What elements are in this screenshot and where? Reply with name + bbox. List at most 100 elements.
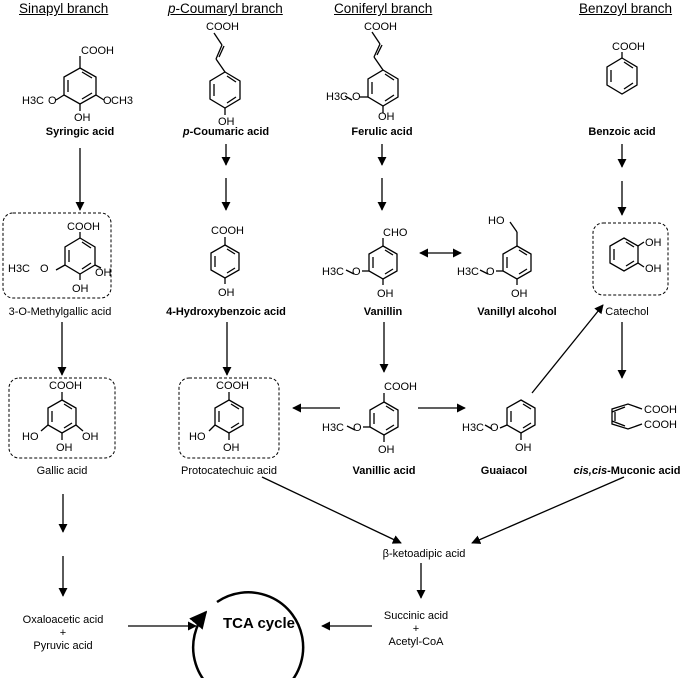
atom-guaiacol-o: O bbox=[490, 422, 499, 434]
atom-hydroxybenzoic-oh: OH bbox=[218, 287, 235, 299]
label-p-coumaric-text: -Coumaric acid bbox=[189, 126, 270, 138]
label-acetyl-coa: Acetyl-CoA bbox=[388, 636, 444, 648]
atom-vanillic-h3c: H3C bbox=[322, 422, 344, 434]
label-vanillin: Vanillin bbox=[363, 306, 403, 318]
atom-vanillin-oh: OH bbox=[377, 288, 394, 300]
box-catechol bbox=[592, 222, 669, 296]
atom-gallic-ho: HO bbox=[22, 431, 39, 443]
header-p-coumaryl-italic: p bbox=[168, 1, 176, 16]
label-3-o-methylgallic-acid: 3-O-Methylgallic acid bbox=[8, 306, 112, 318]
atom-muconic-cooh-bottom: COOH bbox=[644, 419, 677, 431]
atom-methylgallic-h3c: H3C bbox=[8, 263, 30, 275]
label-plus-right: + bbox=[412, 623, 420, 635]
atom-protocatechuic-ho: HO bbox=[189, 431, 206, 443]
atom-methylgallic-oh: OH bbox=[72, 283, 89, 295]
box-3-o-methylgallic-acid bbox=[2, 212, 112, 299]
structure-gallic-acid bbox=[40, 392, 84, 440]
label-guaiacol: Guaiacol bbox=[480, 465, 528, 477]
label-vanillic-acid: Vanillic acid bbox=[352, 465, 416, 477]
atom-catechol-oh-top: OH bbox=[645, 237, 662, 249]
label-gallic-acid: Gallic acid bbox=[36, 465, 88, 477]
label-beta-ketoadipic-acid: β-ketoadipic acid bbox=[382, 548, 466, 560]
structure-benzoic-acid bbox=[606, 52, 638, 95]
arrow-guaiacol-to-catechol bbox=[531, 304, 604, 394]
atom-ferulic-h3c: H3C bbox=[326, 91, 348, 103]
label-muconic-text: -Muconic acid bbox=[607, 465, 681, 477]
atom-guaiacol-oh: OH bbox=[515, 442, 532, 454]
header-p-coumaryl-branch: p-Coumaryl branch bbox=[168, 1, 283, 17]
structure-3-o-methylgallic-acid bbox=[55, 232, 102, 280]
structure-cis-cis-muconic-acid bbox=[611, 403, 643, 430]
atom-vanillyl-o: O bbox=[486, 266, 495, 278]
box-gallic-acid bbox=[8, 377, 116, 459]
atom-ferulic-o: O bbox=[352, 91, 361, 103]
label-oxaloacetic-acid: Oxaloacetic acid bbox=[22, 614, 104, 626]
atom-gallic-cooh: COOH bbox=[49, 380, 82, 392]
atom-vanillyl-h3c: H3C bbox=[457, 266, 479, 278]
arrow-muconic-to-ketoadipic bbox=[471, 476, 625, 544]
header-sinapyl-branch: Sinapyl branch bbox=[19, 1, 109, 16]
header-coniferyl-branch: Coniferyl branch bbox=[334, 1, 433, 16]
label-syringic-acid: Syringic acid bbox=[45, 126, 115, 138]
atom-hydroxybenzoic-cooh: COOH bbox=[211, 225, 244, 237]
atom-vanillin-cho: CHO bbox=[383, 227, 408, 239]
atom-syringic-cooh: COOH bbox=[81, 45, 114, 57]
label-catechol: Catechol bbox=[605, 306, 649, 318]
label-p-coumaric-italic: p bbox=[182, 126, 190, 138]
atom-methylgallic-oh-right: OH bbox=[95, 267, 112, 279]
atom-coumaric-cooh: COOH bbox=[206, 21, 239, 33]
atom-methylgallic-o: O bbox=[40, 263, 49, 275]
structure-protocatechuic-acid bbox=[208, 392, 244, 440]
label-plus-left: + bbox=[59, 627, 67, 639]
atom-syringic-h3c: H3C bbox=[22, 95, 44, 107]
structure-vanillic-acid bbox=[346, 393, 399, 442]
atom-syringic-o-left: O bbox=[48, 95, 57, 107]
atom-vanillyl-oh: OH bbox=[511, 288, 528, 300]
atom-vanillic-cooh: COOH bbox=[384, 381, 417, 393]
label-tca-cycle: TCA cycle bbox=[223, 615, 295, 632]
structure-vanillyl-alcohol bbox=[479, 221, 532, 285]
atom-ferulic-oh: OH bbox=[378, 111, 395, 123]
atom-ferulic-cooh: COOH bbox=[364, 21, 397, 33]
structure-catechol bbox=[609, 237, 645, 272]
atom-gallic-oh: OH bbox=[56, 442, 73, 454]
atom-vanillic-oh: OH bbox=[378, 444, 395, 456]
atom-vanillin-o: O bbox=[352, 266, 361, 278]
atom-gallic-oh-right: OH bbox=[82, 431, 99, 443]
label-ferulic-acid: Ferulic acid bbox=[351, 126, 413, 138]
atom-vanillyl-ho: HO bbox=[488, 215, 505, 227]
label-protocatechuic-acid: Protocatechuic acid bbox=[181, 465, 277, 477]
atom-guaiacol-h3c: H3C bbox=[462, 422, 484, 434]
atom-catechol-oh-bottom: OH bbox=[645, 263, 662, 275]
atom-protocatechuic-oh: OH bbox=[223, 442, 240, 454]
atom-vanillin-h3c: H3C bbox=[322, 266, 344, 278]
arrow-protocatechuic-to-ketoadipic bbox=[261, 476, 402, 544]
header-p-coumaryl-text: -Coumaryl branch bbox=[175, 1, 283, 16]
structure-vanillin bbox=[345, 238, 398, 285]
tca-cycle-circle bbox=[189, 591, 305, 678]
label-cis-cis-muconic-acid: cis,cis-Muconic acid bbox=[574, 465, 681, 478]
atom-vanillic-o: O bbox=[353, 422, 362, 434]
atom-syringic-ch3: CH3 bbox=[111, 95, 133, 107]
atom-protocatechuic-cooh: COOH bbox=[216, 380, 249, 392]
structure-ferulic-acid bbox=[344, 31, 399, 113]
header-benzoyl-branch: Benzoyl branch bbox=[579, 1, 673, 16]
label-4-hydroxybenzoic-acid: 4-Hydroxybenzoic acid bbox=[166, 306, 286, 318]
atom-methylgallic-cooh: COOH bbox=[67, 221, 100, 233]
atom-coumaric-oh: OH bbox=[218, 116, 235, 128]
structure-syringic-acid bbox=[55, 56, 105, 111]
label-pyruvic-acid: Pyruvic acid bbox=[33, 640, 93, 652]
atom-syringic-oh: OH bbox=[74, 112, 91, 124]
structure-p-coumaric-acid bbox=[209, 32, 241, 115]
atom-syringic-o-right: O bbox=[103, 95, 112, 107]
structure-guaiacol bbox=[484, 399, 536, 440]
structure-4-hydroxybenzoic-acid bbox=[210, 237, 240, 284]
label-benzoic-acid: Benzoic acid bbox=[588, 126, 656, 138]
label-vanillyl-alcohol: Vanillyl alcohol bbox=[477, 306, 557, 318]
atom-muconic-cooh-top: COOH bbox=[644, 404, 677, 416]
box-protocatechuic-acid bbox=[178, 377, 280, 459]
label-p-coumaric-acid: p-Coumaric acid bbox=[183, 126, 269, 139]
label-cis-cis-italic: cis,cis bbox=[573, 465, 608, 477]
